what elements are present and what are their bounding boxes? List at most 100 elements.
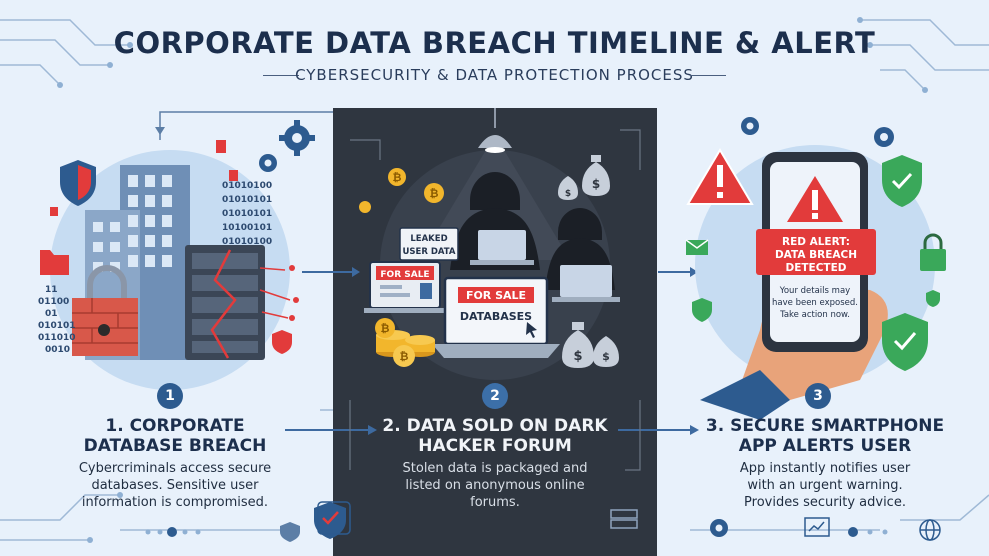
smartphone: RED ALERT: DATA BREACH DETECTED Your det… xyxy=(756,152,876,352)
alert-message: have been exposed. xyxy=(772,298,858,308)
gear-icon xyxy=(741,117,894,147)
money-bag-icon: $ $ xyxy=(558,155,610,200)
alert-message: Your details may xyxy=(779,286,850,296)
progress-dot xyxy=(848,527,858,537)
circuit-node xyxy=(87,537,93,543)
shield-check-icon xyxy=(882,313,928,371)
leaked-label: LEAKED xyxy=(410,234,447,244)
chart-monitor-icon xyxy=(804,517,830,537)
server-icon xyxy=(610,509,638,529)
alert-text: RED ALERT: xyxy=(782,236,850,248)
step-desc-line: databases. Sensitive user xyxy=(91,478,259,493)
step-title-line: 2. DATA SOLD ON DARK xyxy=(382,416,608,436)
subtitle-divider xyxy=(690,75,726,76)
alert-text: DETECTED xyxy=(786,262,847,274)
step-desc-line: Stolen data is packaged and xyxy=(402,461,588,476)
step-3-title: 3. SECURE SMARTPHONE APP ALERTS USER xyxy=(700,416,950,456)
for-sale-label: FOR SALE xyxy=(380,270,429,280)
binary-text: 11 xyxy=(45,285,58,295)
shield-icon xyxy=(926,290,940,307)
bitcoin-icon: ₿ ₿ ₿ ₿ xyxy=(359,168,444,367)
laptop-icon xyxy=(552,265,620,302)
databases-label: DATABASES xyxy=(460,310,532,323)
step-number-badge: 2 xyxy=(482,383,508,409)
warning-triangle-icon xyxy=(686,148,754,205)
svg-text:₿: ₿ xyxy=(430,187,439,200)
step-number-badge: 1 xyxy=(157,383,183,409)
alert-text: DATA BREACH xyxy=(775,249,857,261)
svg-text:₿: ₿ xyxy=(393,171,402,184)
binary-text: 01 xyxy=(45,309,58,319)
databases-laptop: FOR SALE DATABASES xyxy=(432,276,560,358)
step-title-line: 3. SECURE SMARTPHONE xyxy=(705,416,945,436)
gear-icon xyxy=(279,120,315,156)
step-desc-line: App instantly notifies user xyxy=(739,461,911,476)
binary-text: 01010101 xyxy=(222,195,272,205)
step-2-title: 2. DATA SOLD ON DARK HACKER FORUM xyxy=(370,416,620,456)
step-2-description: Stolen data is packaged and listed on an… xyxy=(370,460,620,511)
ceiling-lamp xyxy=(478,108,512,153)
step-desc-line: information is compromised. xyxy=(81,495,269,510)
step-title-line: HACKER FORUM xyxy=(418,436,572,456)
binary-text: 10100101 xyxy=(222,223,272,233)
circuit-node xyxy=(107,62,113,68)
document-icon xyxy=(50,140,238,216)
binary-text: 0010 xyxy=(45,345,70,355)
crack-line xyxy=(210,249,237,359)
binary-text: 01010100 xyxy=(222,181,272,191)
step-title-line: 1. CORPORATE xyxy=(105,416,245,436)
step-desc-line: Cybercriminals access secure xyxy=(78,461,272,476)
cursor-icon xyxy=(526,322,537,338)
shield-icon xyxy=(280,522,300,542)
progress-dot xyxy=(167,527,177,537)
alert-message: Take action now. xyxy=(779,310,850,320)
shield-icon xyxy=(60,160,96,206)
shield-check-icon xyxy=(882,155,922,207)
page-title: CORPORATE DATA BREACH TIMELINE & ALERT xyxy=(113,26,876,60)
subtitle-divider xyxy=(263,75,299,76)
shield-icon xyxy=(272,330,292,354)
alert-banner xyxy=(756,229,876,275)
circuit-node xyxy=(127,42,133,48)
svg-text:$: $ xyxy=(602,350,610,363)
envelope-icon xyxy=(685,239,709,255)
step-number-badge: 3 xyxy=(805,383,831,409)
step-desc-line: with an urgent warning. xyxy=(747,478,903,493)
circuit-node xyxy=(57,82,63,88)
money-bag-icon: $ $ xyxy=(562,322,619,368)
svg-text:₿: ₿ xyxy=(381,322,390,335)
step-title-line: APP ALERTS USER xyxy=(738,436,912,456)
globe-icon xyxy=(919,519,941,541)
step-desc-line: forums. xyxy=(470,495,520,510)
coin-stack xyxy=(376,330,435,357)
circuit-node xyxy=(857,17,863,23)
step-1-description: Cybercriminals access secure databases. … xyxy=(45,460,305,511)
office-tower xyxy=(85,165,190,360)
padlock-icon xyxy=(920,233,946,271)
gear-icon xyxy=(259,154,277,172)
step-desc-line: listed on anonymous online xyxy=(405,478,585,493)
gear-icon xyxy=(710,519,728,537)
circuit-node xyxy=(117,492,123,498)
svg-text:$: $ xyxy=(573,349,582,364)
svg-text:$: $ xyxy=(565,189,571,199)
svg-text:$: $ xyxy=(592,177,600,191)
padlock-broken-icon xyxy=(72,265,138,356)
step-title-line: DATABASE BREACH xyxy=(83,436,267,456)
circuit-node xyxy=(867,42,873,48)
svg-text:₿: ₿ xyxy=(400,350,409,363)
for-sale-label: FOR SALE xyxy=(466,289,526,302)
binary-text: 010101 xyxy=(38,321,76,331)
page-subtitle: CYBERSECURITY & DATA PROTECTION PROCESS xyxy=(295,66,694,84)
leaked-data-sign: LEAKED USER DATA xyxy=(399,227,459,261)
binary-text: 01010100 xyxy=(222,237,272,247)
shield-icon xyxy=(692,298,712,322)
laptop-icon xyxy=(470,230,534,265)
circuit-node xyxy=(922,87,928,93)
step-3-description: App instantly notifies user with an urge… xyxy=(695,460,955,511)
binary-text: 011010 xyxy=(38,333,76,343)
for-sale-laptop: FOR SALE xyxy=(364,261,446,313)
leaked-label: USER DATA xyxy=(402,247,455,257)
